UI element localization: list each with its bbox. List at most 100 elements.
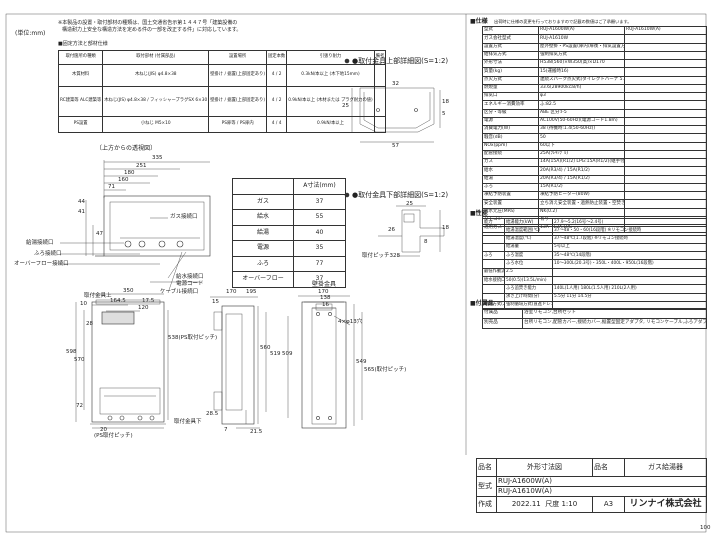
table-cell: 給水 — [482, 166, 539, 176]
dim-71: 71 — [108, 184, 115, 190]
d2-dim-25: 25 — [406, 201, 413, 207]
accessories-table: 付属品浴室リモコン,台所セット 別売品台所リモコン,配管カバー,接続カバー,据置… — [482, 308, 707, 329]
table-row: 作成 2022.11 尺度 1:10 A3 リンナイ株式会社 — [476, 496, 707, 513]
fixing-method-table: 取付箇所の種類 取付部材 (付属部品) 設置場所 固定本数 引張り耐力 備考 木… — [57, 50, 387, 133]
ps-pitch-label: (PS取付ピッチ) — [94, 433, 133, 439]
table-cell: 点火方式 — [482, 75, 539, 85]
table-cell: 60以下 — [538, 141, 625, 151]
table-cell: 質量(kg) — [482, 67, 539, 77]
table-cell: 給湯温度範囲(℃) — [504, 226, 553, 236]
table-cell: 5.5分 11分 14.5分 — [552, 292, 707, 302]
title-block-label: 品名 — [476, 458, 497, 477]
table-cell: 0.3kN/本以上 (木下地15mm) — [286, 64, 375, 87]
table-cell: ふ:82.5 — [538, 100, 625, 110]
table-header: 固定本数 — [266, 50, 288, 65]
side-dim-170: 170 — [226, 289, 237, 295]
table-cell: 37〜48・50・60(16段階) ※リモコン接続時 — [552, 226, 707, 236]
table-row: A寸法(mm) — [232, 178, 346, 195]
table-cell — [624, 91, 707, 102]
table-cell: 設置方式 — [482, 42, 539, 52]
table-cell: エネルギー消費効率 — [482, 100, 539, 110]
side-dim-195: 195 — [246, 289, 257, 295]
table-cell: 35〜48℃(14段階) — [552, 251, 707, 261]
table-cell: 10〜300L(20.3号)・350L・400L・950L(16段階) — [552, 259, 707, 269]
table-cell: 55 — [293, 209, 346, 226]
table-cell: 外形寸法 — [482, 58, 539, 69]
hot-water-connection-label: 給湯接続口 — [26, 240, 54, 246]
table-cell: ガス — [482, 157, 539, 168]
table-cell — [624, 182, 707, 193]
front-dim-28: 28 — [86, 321, 93, 327]
table-cell: 38 (待機時:1.4(50-60Hz)) — [538, 124, 625, 135]
table-cell: ふろ — [232, 255, 294, 272]
table-cell — [373, 86, 387, 117]
table-row: 別売品台所リモコン,配管カバー,接続カバー,据置型固定アダプタ, リモコンケーブ… — [482, 318, 707, 329]
table-cell — [624, 75, 707, 85]
table-cell — [624, 58, 707, 69]
table-cell — [482, 234, 505, 244]
table-cell: 給水 — [232, 209, 294, 226]
table-cell: 4 / 2 — [266, 64, 288, 87]
table-cell: 安全装置 — [482, 199, 539, 209]
dim-44: 44 — [78, 199, 85, 205]
spec-section-title: ■仕様 — [470, 18, 488, 25]
page-number: 100 — [700, 525, 711, 531]
table-cell: 50(0.5)(13.5L/min) — [504, 276, 553, 286]
table-cell: ふろ温度 — [504, 251, 553, 261]
side-dim-7: 7 — [224, 427, 228, 433]
table-cell — [624, 67, 707, 77]
table-header: 取付箇所の種類 — [57, 50, 104, 65]
unit-label: (単位:mm) — [15, 30, 46, 37]
table-cell: 給湯温度(℃) — [504, 234, 553, 244]
table-cell: 給湯能力(kW) — [504, 217, 553, 228]
wall-dim-509: 509 — [282, 351, 293, 357]
company-name: リンナイ株式会社 — [624, 496, 707, 513]
table-cell — [624, 100, 707, 110]
spec-note: 出荷時に仕様の変更を行っておりますので記載の数値はご了承願います。 — [494, 19, 632, 24]
table-cell: 給排気方式 — [482, 50, 539, 61]
table-cell: PS扉等 / PS扉内 — [208, 116, 268, 133]
front-dim-538: 538(PS取付ピッチ) — [168, 335, 218, 341]
table-cell: NOx(ppm) — [482, 141, 539, 151]
table-cell: 木ねじ(JIS) φ4.8×38 / フィッシャープラグSX 6×30 — [102, 86, 210, 117]
table-cell: 木ねじ(JIS) φ4.8×38 — [102, 64, 210, 87]
drawing-scale: 1:10 — [561, 500, 578, 508]
table-row: 型式 RUJ-A1600W(A) — [476, 476, 707, 497]
table-cell — [624, 166, 707, 176]
paper-size: A3 — [592, 496, 625, 513]
table-cell: 20A(R3/4) / 15A(R1/2) — [538, 166, 625, 176]
side-dim-15: 15 — [212, 299, 219, 305]
table-cell: ガス会社型式 — [482, 34, 539, 44]
front-dim-120: 120 — [138, 305, 149, 311]
d1-dim-25: 25 — [342, 103, 349, 109]
table-cell: ふろ水位 — [504, 259, 553, 269]
table-cell: 33.6(28900kcal/h) — [538, 83, 625, 94]
table-cell — [552, 276, 707, 286]
table-row: 給水元圧(MPa)NK(0.2) — [482, 207, 707, 217]
d1-dim-5: 5 — [442, 111, 446, 117]
table-cell: 140L(1人用) 180L(1.5人用) 210L(2人用) — [552, 284, 707, 294]
table-cell — [552, 267, 707, 278]
table-cell: 配管接続 — [482, 149, 539, 160]
title-block-label: 尺度 — [545, 500, 560, 508]
table-cell: 37〜48℃(1.7段階) ※リモコン接続時 — [552, 234, 707, 244]
table-cell: ふろ — [482, 182, 539, 193]
table-cell: 35 — [293, 240, 346, 257]
wall-bracket-title: 壁掛金具 — [312, 281, 337, 288]
table-cell: RC建築等 ALC建築等 — [57, 86, 104, 117]
table-cell: 5号以上 — [552, 242, 707, 253]
table-cell: 20A(R3/4) / 15A(R1/2) — [538, 174, 625, 184]
water-supply-connection-label: 給水接続口 — [176, 274, 204, 280]
table-cell: 別売品 — [482, 318, 523, 329]
d2-dim-8: 8 — [424, 239, 428, 245]
table-cell: AC100V(50-60Hz)(電源コード1.8m) — [538, 116, 625, 127]
table-cell — [482, 226, 505, 236]
model-number: RUJ-A1610W(A) — [496, 486, 707, 497]
table-cell: 台所リモコン,配管カバー,接続カバー,据置型固定アダプタ, リモコンケーブル,ふ… — [522, 318, 707, 329]
